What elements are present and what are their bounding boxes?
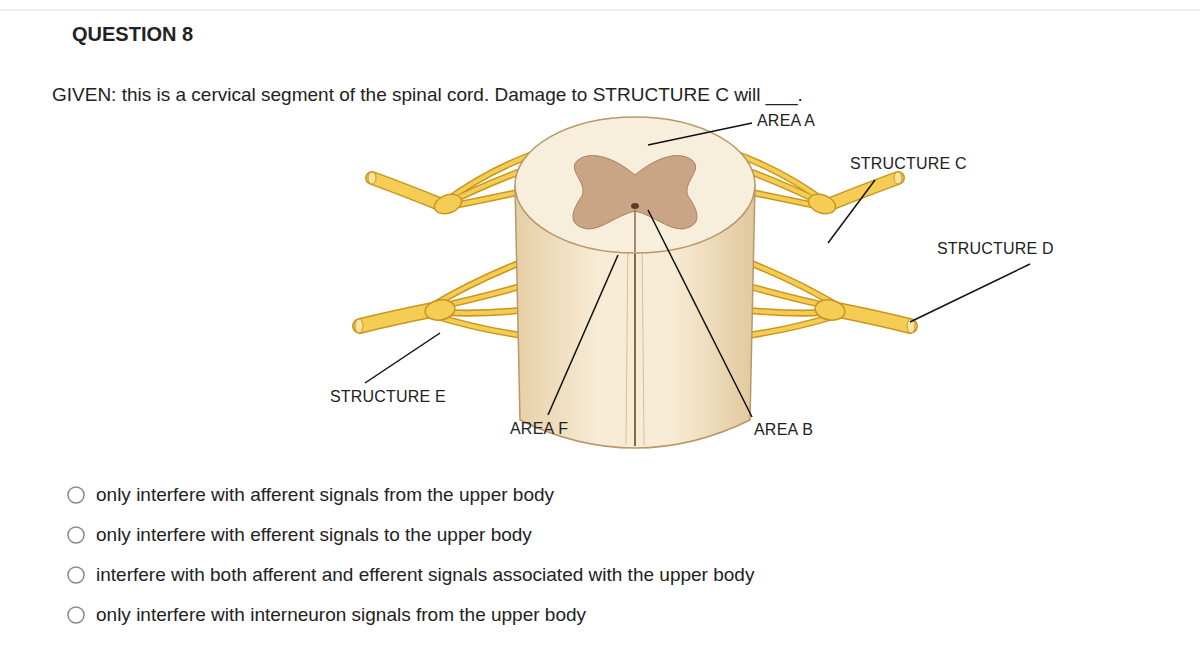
part-label: AREA F <box>510 420 568 437</box>
spinal-cord <box>515 117 755 448</box>
part-label: STRUCTURE C <box>850 155 967 172</box>
part-label: STRUCTURE D <box>937 240 1054 257</box>
part-label: AREA A <box>757 112 815 129</box>
answer-option: only interfere with afferent signals fro… <box>96 484 554 505</box>
answer-option: only interfere with interneuron signals … <box>96 604 586 625</box>
question-text: GIVEN: this is a cervical segment of the… <box>52 84 803 105</box>
answer-option: interfere with both afferent and efferen… <box>96 564 754 585</box>
part-label: AREA B <box>754 421 813 438</box>
radio-buttons <box>68 487 84 623</box>
top-rule <box>0 10 1200 11</box>
leader-lines <box>365 123 1030 417</box>
question-heading: QUESTION 8 <box>72 23 193 45</box>
part-label: STRUCTURE E <box>330 388 446 405</box>
answer-option: only interfere with efferent signals to … <box>96 524 532 545</box>
